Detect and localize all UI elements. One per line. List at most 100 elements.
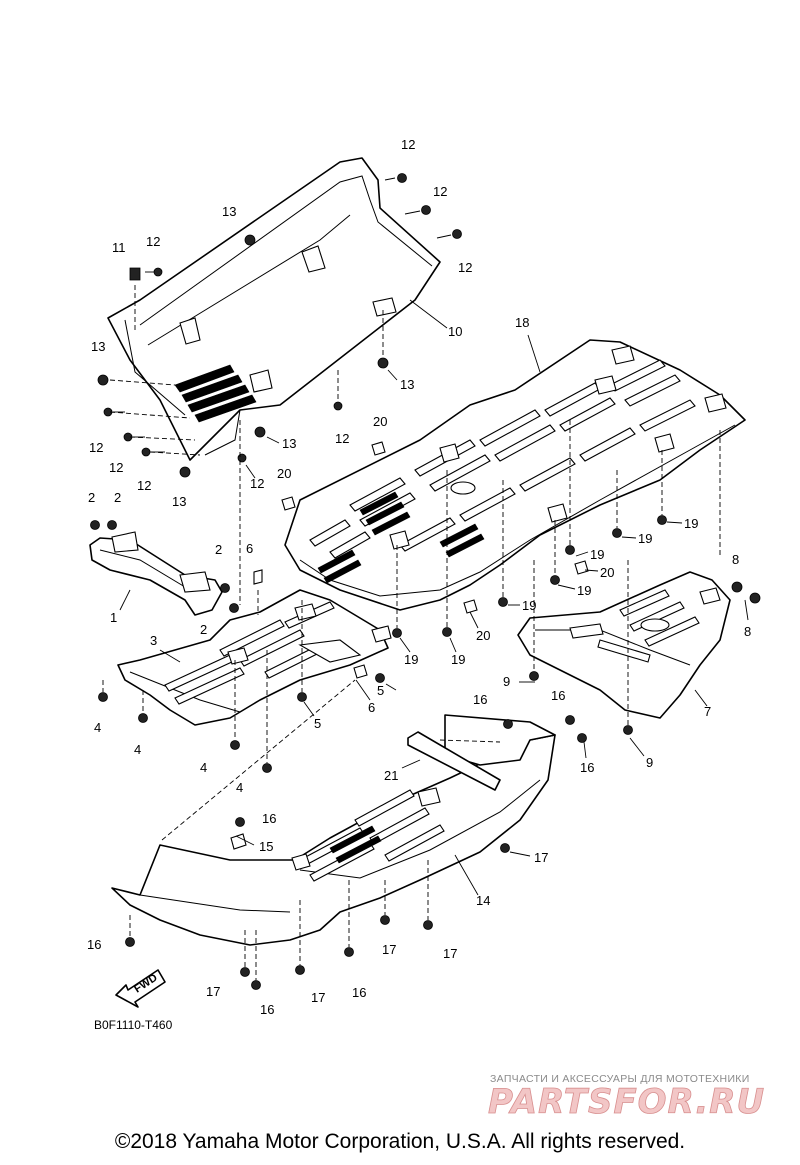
bolt-17-c <box>423 920 433 930</box>
copyright-footer: ©2018 Yamaha Motor Corporation, U.S.A. A… <box>114 1130 686 1153</box>
part-14-lower-skid[interactable] <box>111 714 556 946</box>
bolt-19-b <box>612 528 622 538</box>
bolt-13-d <box>254 426 266 438</box>
bolt-12-i <box>237 453 247 463</box>
bolt-19-e <box>498 597 508 607</box>
callout-15: 15 <box>259 839 273 854</box>
callout-19: 19 <box>590 547 604 562</box>
bolt-17-a <box>500 843 510 853</box>
watermark-brand: PARTSFOR.RU <box>488 1082 765 1122</box>
part-7-ribs <box>597 589 700 663</box>
bolt-16-d <box>235 817 245 827</box>
bolt-5-a <box>375 673 385 683</box>
callout-6: 6 <box>246 541 253 556</box>
bolt-12-a <box>384 173 407 183</box>
bolt-4-b <box>138 713 148 723</box>
callout-19: 19 <box>684 516 698 531</box>
watermark-tagline: ЗАПЧАСТИ И АКСЕССУАРЫ ДЛЯ МОТОТЕХНИКИ <box>490 1073 750 1085</box>
bolt-2-c <box>220 583 230 593</box>
bolt-17-d <box>295 965 305 975</box>
callout-12: 12 <box>401 137 415 152</box>
callout-16: 16 <box>87 937 101 952</box>
callout-1: 1 <box>110 610 117 625</box>
callout-5: 5 <box>314 716 321 731</box>
part-1-bracket[interactable] <box>89 531 223 616</box>
bolt-4-d <box>262 763 272 773</box>
callout-14: 14 <box>476 893 490 908</box>
callout-18: 18 <box>515 315 529 330</box>
callout-11: 11 <box>112 240 126 255</box>
callout-19: 19 <box>451 652 465 667</box>
clip-20-b <box>281 496 296 511</box>
callout-19: 19 <box>404 652 418 667</box>
callout-12: 12 <box>250 476 264 491</box>
callout-9: 9 <box>646 755 653 770</box>
part-3-side-guard[interactable] <box>117 589 392 726</box>
bolt-8-b <box>749 592 761 604</box>
bolt-13-e <box>179 466 191 478</box>
callout-20: 20 <box>600 565 614 580</box>
clip-20-a <box>371 441 386 456</box>
clip-20-d <box>463 599 478 614</box>
bolt-2-a <box>90 520 100 530</box>
part-18-main-floor-guard[interactable] <box>284 339 746 611</box>
callout-17: 17 <box>443 946 457 961</box>
part-15-clip[interactable] <box>230 833 247 850</box>
bolt-19-c <box>565 545 575 555</box>
bolt-19-a <box>657 515 667 525</box>
callout-3: 3 <box>150 633 157 648</box>
part-7-right-skid[interactable] <box>517 571 731 719</box>
bolt-13-b <box>97 374 109 386</box>
callout-16: 16 <box>580 760 594 775</box>
bolt-5-b <box>297 692 307 702</box>
callout-4: 4 <box>134 742 141 757</box>
callout-12: 12 <box>89 440 103 455</box>
clip-6-a <box>253 569 263 585</box>
bolt-12-b <box>404 205 431 215</box>
bolt-19-d <box>550 575 560 585</box>
clip-20-c <box>574 560 589 575</box>
callout-10: 10 <box>448 324 462 339</box>
bolt-16-b <box>565 715 575 725</box>
callout-17: 17 <box>206 984 220 999</box>
bolt-12-d <box>145 267 163 277</box>
callout-19: 19 <box>577 583 591 598</box>
bolt-13-c <box>377 357 389 369</box>
bolt-2-b <box>107 520 117 530</box>
part-18-slots <box>309 359 696 559</box>
bolt-16-e <box>125 937 135 947</box>
bolt-12-f <box>103 407 125 417</box>
part-10-front-guard[interactable] <box>107 157 441 461</box>
callout-20: 20 <box>476 628 490 643</box>
callout-13: 13 <box>400 377 414 392</box>
leader-lines <box>119 299 749 896</box>
assembly-lines <box>102 285 721 980</box>
part-14-ribs <box>299 789 445 882</box>
callout-4: 4 <box>94 720 101 735</box>
part-21-pad[interactable] <box>407 731 501 791</box>
part-10-ribs <box>174 364 257 423</box>
callout-12: 12 <box>458 260 472 275</box>
bolt-17-e <box>240 967 250 977</box>
callout-13: 13 <box>282 436 296 451</box>
callout-16: 16 <box>551 688 565 703</box>
bolt-9-a <box>529 671 539 681</box>
bolt-12-e <box>333 401 343 411</box>
bolt-16-g <box>251 980 261 990</box>
callout-16: 16 <box>262 811 276 826</box>
callout-13: 13 <box>222 204 236 219</box>
callout-8: 8 <box>732 552 739 567</box>
callout-17: 17 <box>382 942 396 957</box>
bolt-8-a <box>731 581 743 593</box>
callout-6: 6 <box>368 700 375 715</box>
callout-8: 8 <box>744 624 751 639</box>
bolt-19-f <box>442 627 452 637</box>
callout-9: 9 <box>503 674 510 689</box>
bolt-11 <box>129 267 141 281</box>
callout-12: 12 <box>146 234 160 249</box>
clip-6-b <box>353 664 368 679</box>
callout-16: 16 <box>352 985 366 1000</box>
bolt-17-b <box>380 915 390 925</box>
callout-13: 13 <box>91 339 105 354</box>
